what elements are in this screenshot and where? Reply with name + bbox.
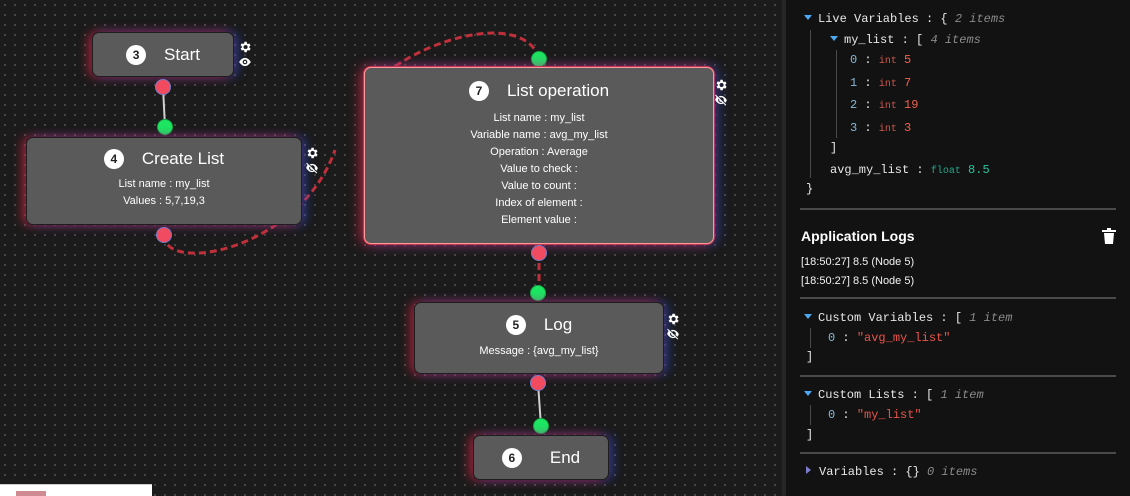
node-id-badge: 5: [505, 315, 526, 335]
divider: [800, 375, 1116, 377]
log-line: [18:50:27] 8.5 (Node 5): [801, 275, 915, 287]
node-listop-output-port[interactable]: [531, 245, 547, 261]
bracket-close: ]: [806, 428, 814, 442]
wire-listop-top: [376, 31, 541, 82]
eye-off-icon[interactable]: [666, 327, 680, 341]
divider: [800, 208, 1116, 210]
partial-window: [0, 484, 152, 496]
node-prop: Element value :: [501, 214, 577, 226]
my-list-node[interactable]: my_list : [ 4 items: [830, 33, 981, 47]
tree-guide: [810, 405, 811, 425]
window-swatch: [16, 491, 46, 496]
divider: [800, 297, 1116, 299]
collapse-icon[interactable]: [804, 391, 812, 396]
variables-root[interactable]: Variables : {} 0 items: [806, 465, 977, 479]
node-end[interactable]: 6 End: [473, 435, 609, 480]
list-item: 0 : "my_list": [828, 408, 922, 422]
node-start-output-port[interactable]: [155, 79, 171, 95]
list-item: 3 : int 3: [850, 121, 912, 135]
node-listop-input-port[interactable]: [531, 51, 547, 67]
list-item: 1 : int 7: [850, 76, 912, 90]
node-id-badge: 3: [126, 44, 147, 65]
node-create-list[interactable]: 4 Create List List name : my_list Values…: [26, 137, 302, 225]
expand-icon[interactable]: [806, 466, 811, 474]
node-start[interactable]: 3 Start: [92, 32, 234, 77]
node-title: Create List: [141, 149, 225, 168]
node-prop: List name : my_list: [118, 178, 210, 190]
bracket-close: ]: [806, 350, 814, 364]
node-end-input-port[interactable]: [533, 418, 549, 434]
side-panel: Live Variables : { 2 items my_list : [ 4…: [782, 0, 1130, 496]
node-prop: Variable name : avg_my_list: [470, 129, 608, 141]
node-create-controls: [301, 146, 323, 175]
tree-guide: [810, 30, 811, 178]
eye-icon[interactable]: [238, 55, 252, 69]
list-item: 0 : "avg_my_list": [828, 331, 951, 345]
gear-icon[interactable]: [305, 146, 319, 160]
logs-title: Application Logs: [801, 228, 915, 244]
node-id-badge: 7: [468, 81, 489, 101]
node-prop: Values : 5,7,19,3: [123, 195, 205, 207]
custom-variables-root[interactable]: Custom Variables : [ 1 item: [804, 311, 1012, 325]
custom-lists-root[interactable]: Custom Lists : [ 1 item: [804, 388, 984, 402]
node-log-output-port[interactable]: [530, 375, 546, 391]
node-create-input-port[interactable]: [157, 119, 173, 135]
node-prop: Value to count :: [501, 180, 577, 192]
node-log[interactable]: 5 Log Message : {avg_my_list}: [414, 302, 664, 374]
flow-canvas[interactable]: 3 Start 4 Create List List name : my_lis…: [0, 0, 782, 496]
node-start-controls: [234, 40, 256, 69]
node-title: List operation: [506, 81, 610, 100]
avg-my-list-node: avg_my_list : float 8.5: [830, 163, 990, 177]
collapse-icon[interactable]: [830, 36, 838, 41]
node-prop: List name : my_list: [493, 112, 585, 124]
log-line: [18:50:27] 8.5 (Node 5): [801, 256, 915, 268]
node-list-operation[interactable]: 7 List operation List name : my_list Var…: [364, 67, 714, 244]
node-prop: Message : {avg_my_list}: [479, 345, 599, 357]
eye-off-icon[interactable]: [305, 161, 319, 175]
tree-guide: [810, 328, 811, 348]
tree-guide: [836, 50, 837, 138]
wire-create-listop: [162, 149, 337, 255]
bracket-close: ]: [830, 141, 838, 155]
collapse-icon[interactable]: [804, 314, 812, 319]
node-title: Log: [543, 315, 573, 334]
node-prop: Operation : Average: [490, 146, 588, 158]
node-create-output-port[interactable]: [156, 227, 172, 243]
divider: [800, 452, 1116, 454]
node-listop-controls: [710, 78, 732, 107]
collapse-icon[interactable]: [804, 15, 812, 20]
node-prop: Index of element :: [495, 197, 583, 209]
node-title: End: [549, 447, 581, 467]
node-title: Start: [164, 44, 200, 64]
node-id-badge: 4: [103, 149, 124, 169]
list-item: 0 : int 5: [850, 53, 912, 67]
trash-icon[interactable]: [1102, 228, 1116, 244]
list-item: 2 : int 19: [850, 98, 919, 112]
gear-icon[interactable]: [714, 78, 728, 92]
gear-icon[interactable]: [238, 40, 252, 54]
node-log-controls: [662, 312, 684, 341]
gear-icon[interactable]: [666, 312, 680, 326]
live-variables-root[interactable]: Live Variables : { 2 items: [804, 12, 1005, 26]
node-log-input-port[interactable]: [530, 285, 546, 301]
brace-close: }: [806, 182, 814, 196]
node-prop: Value to check :: [500, 163, 578, 175]
eye-off-icon[interactable]: [714, 93, 728, 107]
node-id-badge: 6: [501, 447, 522, 468]
